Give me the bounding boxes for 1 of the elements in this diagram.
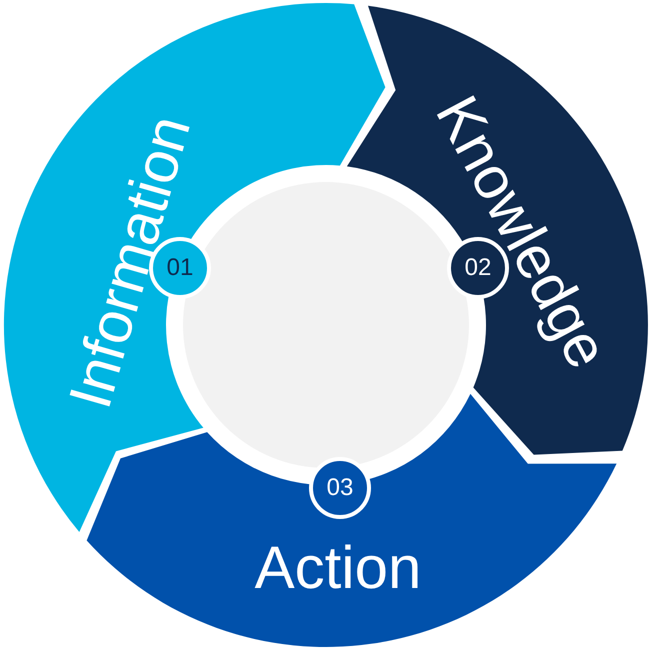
segment-label: Action [254,538,422,598]
